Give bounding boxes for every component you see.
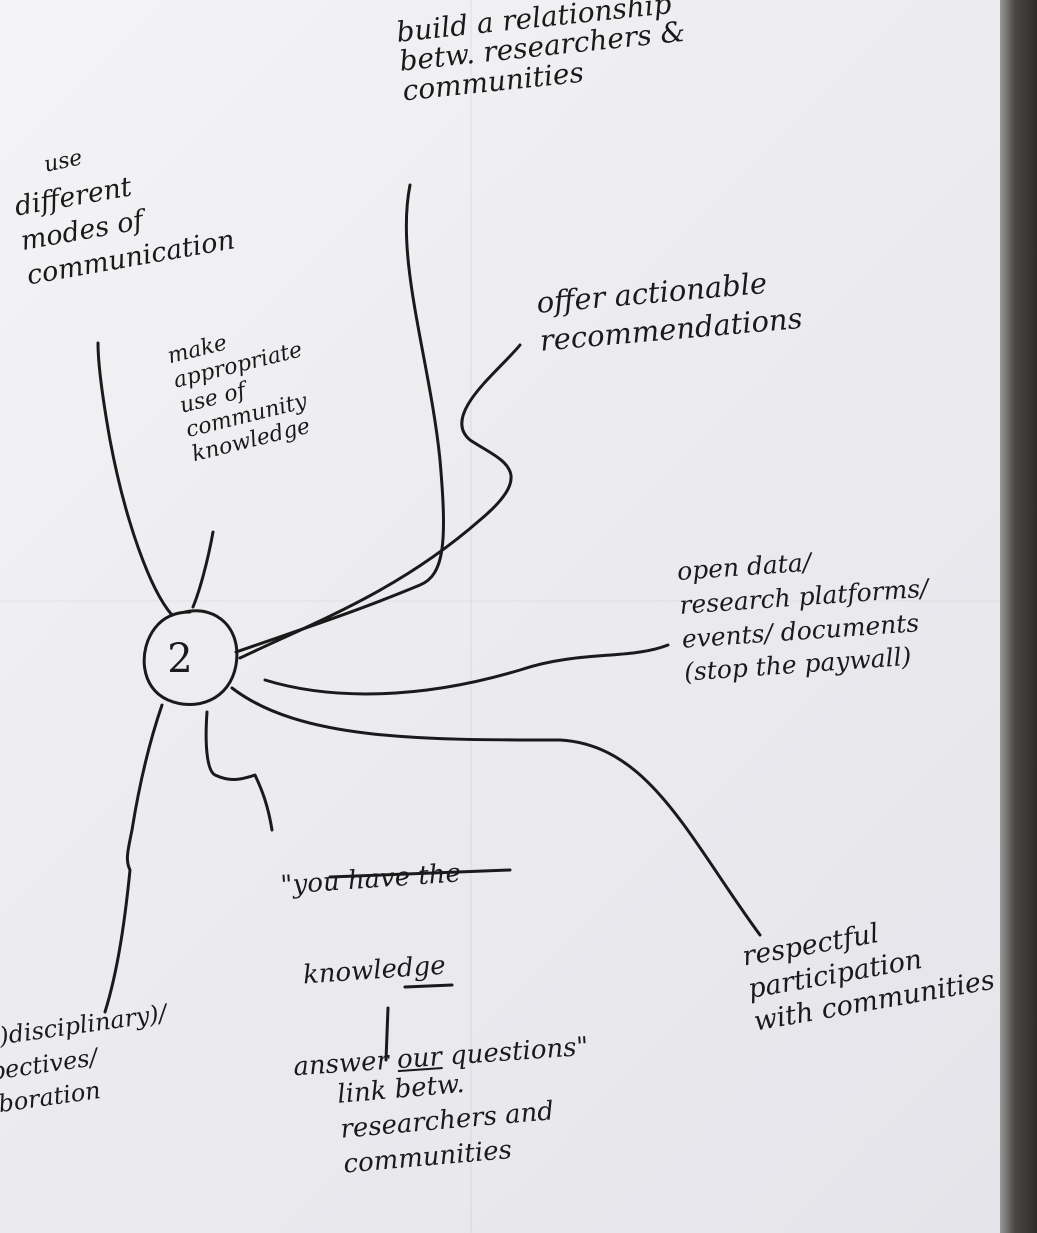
branch-respectful: [230, 686, 762, 937]
branch-open-data: [263, 643, 670, 696]
knowledge-underline: [328, 868, 512, 879]
branch-collaboration: [103, 703, 164, 1014]
paper-edge-shadow: [1000, 0, 1037, 1233]
branch-make-use: [191, 530, 215, 609]
our-underline: [403, 983, 454, 989]
branch-modes: [96, 341, 174, 617]
note-open-data: open data/ research platforms/ events/ d…: [676, 547, 930, 687]
center-circle: [142, 609, 239, 706]
quote-line2: knowledge: [301, 950, 447, 990]
branch-relationship: [234, 183, 445, 654]
branch-quote-link: [384, 1006, 390, 1062]
branch-quote: [204, 710, 274, 832]
quote-line1: "you have the: [279, 857, 462, 901]
note-link: link betw. researchers and communities: [336, 1068, 556, 1180]
center-number: 2: [167, 636, 193, 682]
note-quote: "you have the knowledge answer our quest…: [276, 797, 590, 1090]
branch-actionable: [238, 343, 522, 660]
